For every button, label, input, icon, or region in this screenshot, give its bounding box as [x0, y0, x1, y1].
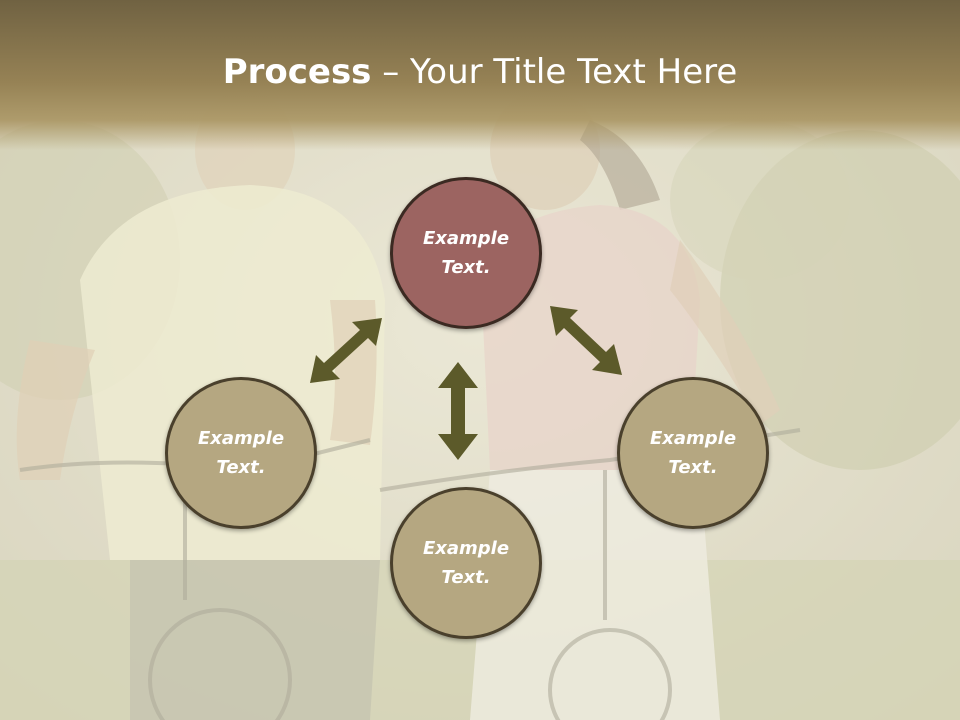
- process-node-bottom: Example Text.: [390, 487, 542, 639]
- title-band: [0, 0, 960, 150]
- man-arm-shape: [16, 340, 96, 480]
- man-pants-shape: [130, 560, 380, 720]
- double-arrow-vertical-icon: [438, 362, 478, 460]
- node-label: Example Text.: [422, 538, 510, 588]
- woman-arm-shape: [670, 240, 780, 425]
- title-bold: Process: [222, 52, 372, 92]
- process-node-top: Example Text.: [390, 177, 542, 329]
- foliage-shape: [670, 120, 850, 280]
- double-arrow-right-icon: [550, 306, 622, 375]
- page-title: Process – Your Title Text Here: [0, 52, 960, 92]
- node-label: Example Text.: [197, 428, 285, 478]
- double-arrow-left-icon: [310, 318, 382, 383]
- process-node-right: Example Text.: [617, 377, 769, 529]
- process-node-left: Example Text.: [165, 377, 317, 529]
- node-label: Example Text.: [422, 228, 510, 278]
- title-rest: – Your Title Text Here: [371, 52, 738, 92]
- node-label: Example Text.: [649, 428, 737, 478]
